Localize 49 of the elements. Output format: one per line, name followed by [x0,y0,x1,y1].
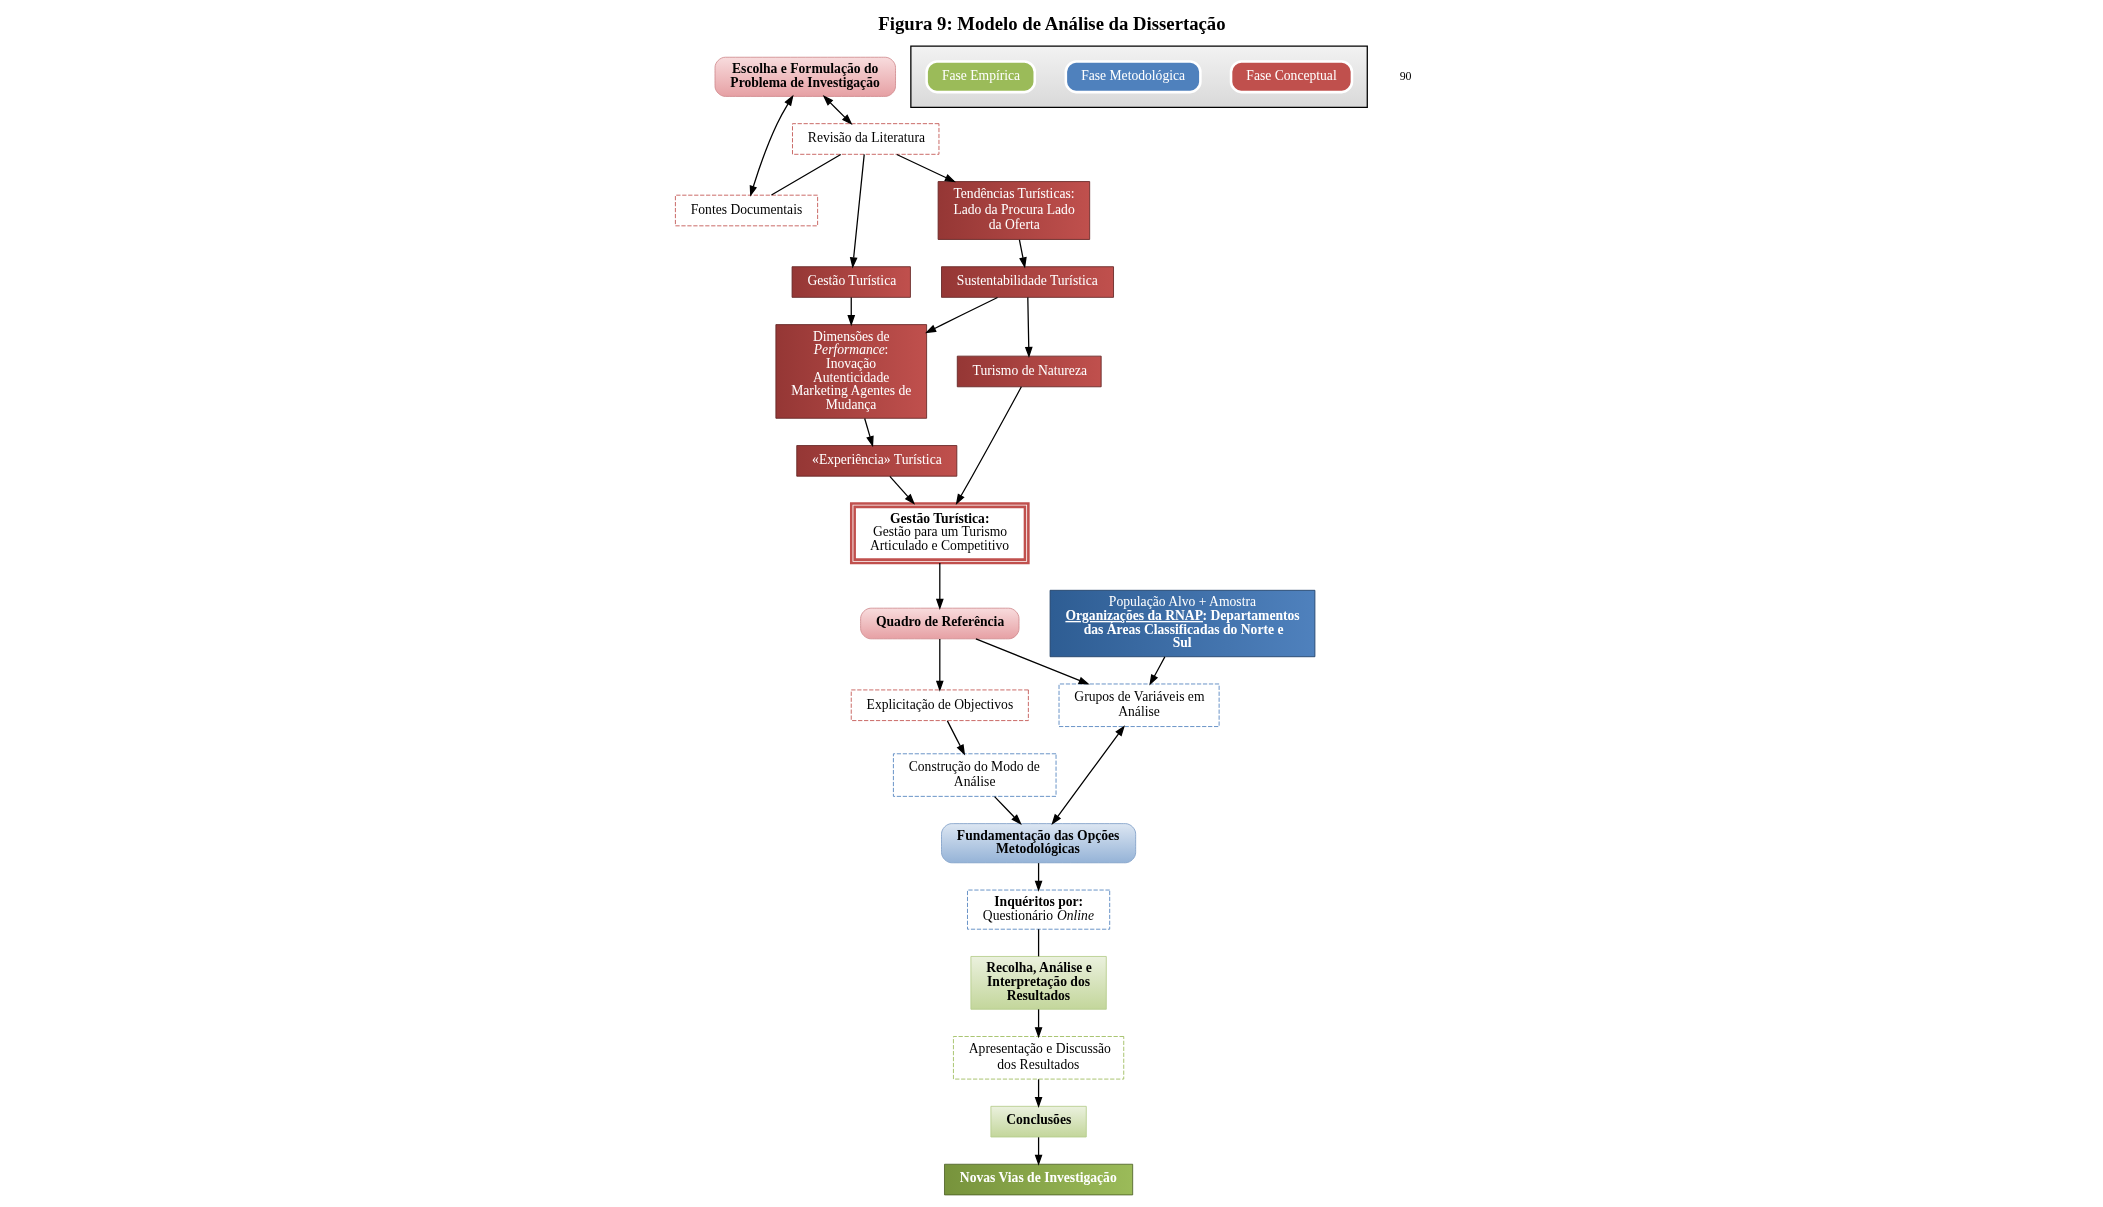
node-box: População Alvo + Amostra Organizações da RNAP: Departamentos das Áreas Classificadas do Norte e Sul [1049,589,1315,658]
node-box: Quadro de Referência [859,607,1019,640]
node-box: Fase Metodológica [1064,60,1202,94]
arrow [849,153,865,269]
node-box: Novas Vias de Investigação [943,1163,1133,1196]
arrow [1050,725,1125,825]
connector [770,153,841,196]
node-box: Construção do Modo de Análise [892,753,1056,797]
arrow [1034,862,1042,892]
node-box: Conclusões [989,1105,1087,1138]
arrow [946,720,965,756]
node-box: Explicitação de Objectivos [850,689,1029,721]
node-box: Fase Empírica [924,60,1036,94]
arrow [863,417,874,448]
node-box: Fundamentação das Opções Metodológicas [940,823,1136,864]
arrow [1024,296,1033,359]
node-box: Tendências Turísticas: Lado da Procura Lado da Oferta [937,181,1090,240]
node-box: Inquéritos por: Questionário Online [966,889,1110,930]
cluster [909,45,1368,109]
arrow [974,638,1090,685]
label: 90 [1399,68,1412,83]
node-box: Apresentação e Discussão dos Resultados [952,1036,1124,1080]
arrow [935,638,944,692]
diagram-title: Figura 9: Modelo de Análise da Dissertação [877,12,1226,34]
arrow [935,562,944,610]
arrow [1034,1136,1042,1166]
node-box: Gestão Turística [791,266,911,298]
arrow [1034,1008,1042,1039]
arrow [993,795,1022,825]
node-box: Recolha, Análise e Interpretação dos Resultados [969,956,1107,1010]
node-box: «Experiência» Turística [795,445,957,477]
arrow [955,386,1022,505]
arrow [1148,656,1165,686]
node-box: Grupos de Variáveis em Análise [1058,683,1220,727]
node-box: Fontes Documentais [674,194,818,227]
arrow [822,95,853,125]
arrow [846,296,855,327]
node-box: Sustentabilidade Turística [940,266,1114,298]
arrow [924,296,998,334]
arrow [749,94,794,197]
arrow [888,475,915,505]
node-box: Turismo de Natureza [956,355,1102,388]
connector [1037,928,1039,957]
node-box: Fase Conceptual [1229,60,1353,94]
node-box: Dimensões de Performance: Inovação Autenticidade Marketing Agentes de Mudança [774,324,927,419]
arrow [1018,239,1027,269]
node-box: Escolha e Formulação do Problema de Investigação [714,56,896,97]
arrow [895,153,956,183]
node-box: Revisão da Literatura [791,123,939,155]
